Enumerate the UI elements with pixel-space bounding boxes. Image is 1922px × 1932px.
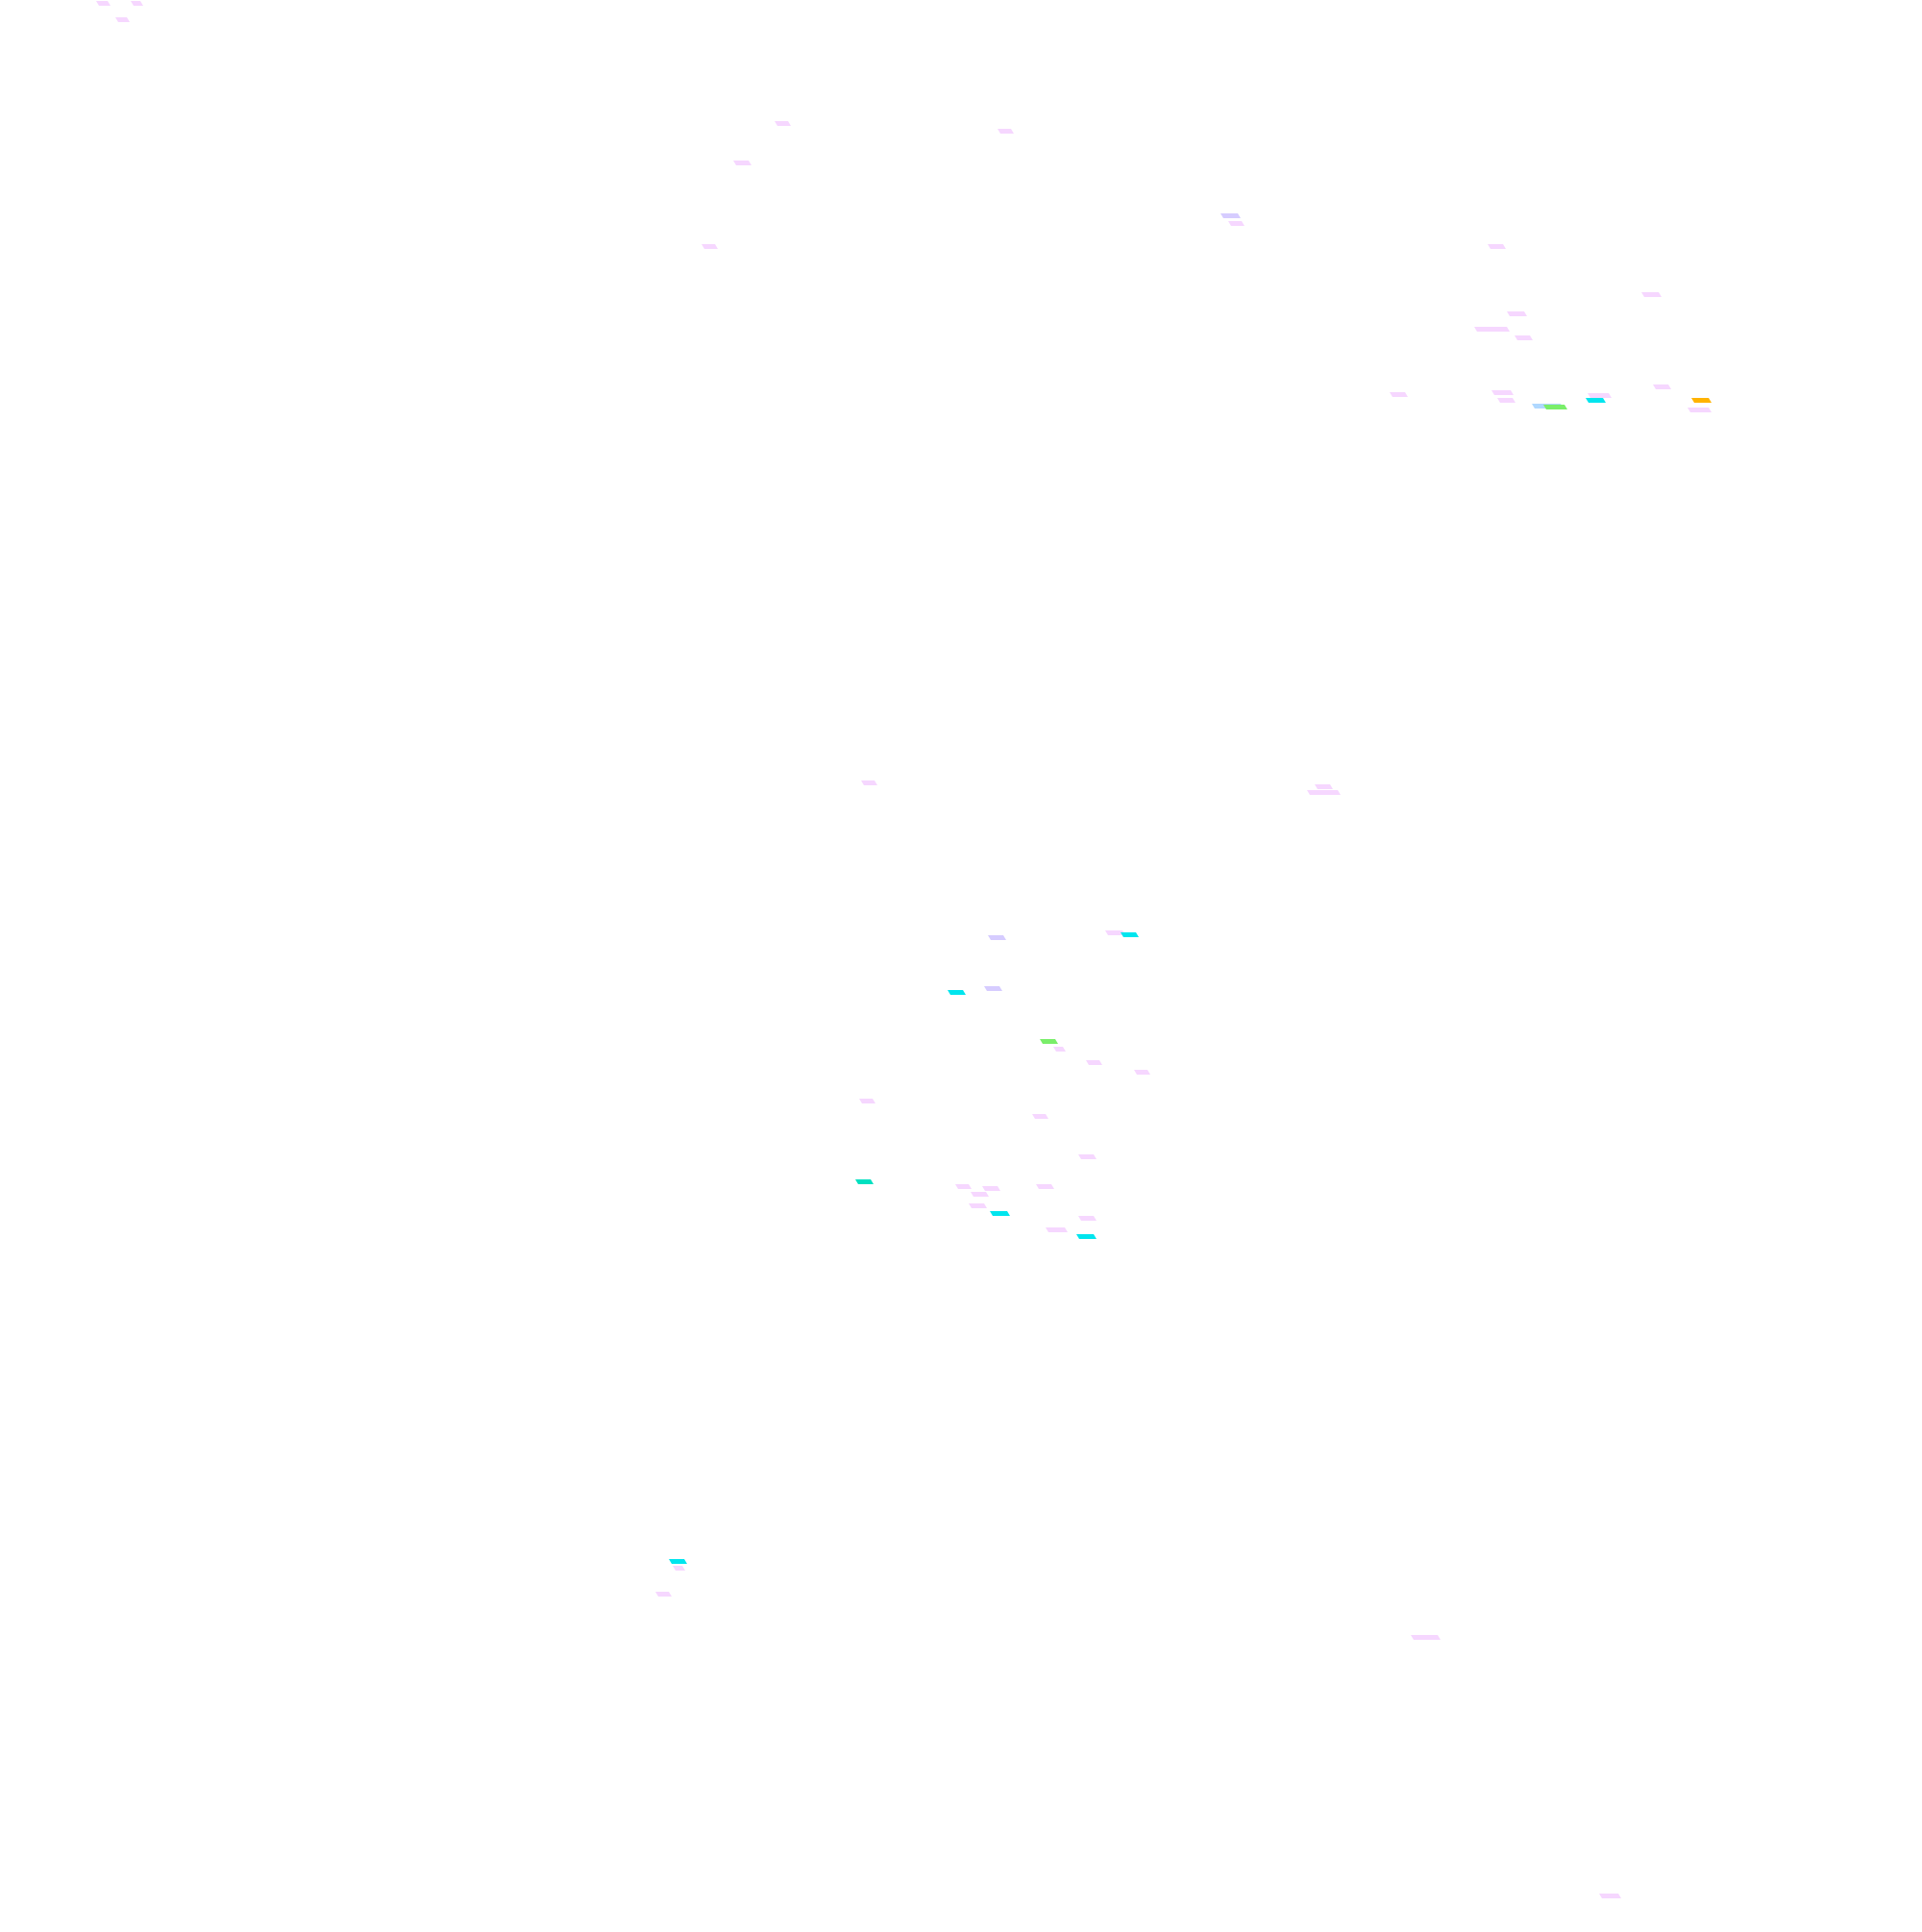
speckle-mark — [1086, 1060, 1102, 1065]
speckle-mark — [984, 986, 1002, 991]
speckle-mark — [1105, 930, 1125, 935]
speckle-mark — [131, 1, 143, 6]
speckle-mark — [1641, 292, 1662, 297]
speckle-mark — [1134, 1070, 1150, 1075]
speckle-mark — [1076, 1234, 1097, 1239]
speckle-mark — [733, 161, 752, 165]
speckle-mark — [988, 935, 1006, 940]
speckle-mark — [1543, 405, 1567, 409]
speckle-mark — [1307, 790, 1341, 795]
speckle-mark — [859, 1099, 875, 1103]
speckle-mark — [1220, 213, 1241, 218]
speckle-mark — [955, 1184, 972, 1189]
speckle-mark — [673, 1566, 685, 1571]
speckle-mark — [669, 1559, 687, 1564]
speckle-mark — [1040, 1039, 1058, 1044]
speckle-mark — [1078, 1154, 1097, 1159]
speckle-mark — [1497, 398, 1515, 403]
speckle-mark — [1036, 1184, 1054, 1189]
speckle-mark — [1491, 390, 1514, 395]
speckle-mark — [971, 1192, 989, 1197]
speckle-mark — [1488, 244, 1506, 249]
speckle-mark — [948, 990, 966, 995]
speckle-mark — [1390, 392, 1408, 397]
speckle-mark — [1411, 1635, 1441, 1640]
speckle-mark — [96, 1, 111, 6]
speckle-mark — [1228, 221, 1244, 226]
speckle-mark — [1315, 784, 1333, 789]
speckle-mark — [1121, 932, 1139, 937]
speckle-mark — [1691, 398, 1712, 403]
speckle-mark — [998, 129, 1014, 134]
speckle-mark — [1653, 384, 1671, 389]
speckle-mark — [1586, 398, 1606, 403]
speckle-mark — [115, 17, 130, 22]
speckle-mark — [969, 1203, 987, 1208]
speckle-mark — [1053, 1047, 1066, 1052]
speckle-mark — [775, 121, 791, 126]
speckle-mark — [1688, 408, 1712, 412]
speckle-mark — [1588, 393, 1612, 398]
speckle-mark — [1599, 1894, 1621, 1898]
speckle-mark — [1515, 335, 1533, 340]
speckle-mark — [855, 1179, 874, 1184]
speckle-mark — [1507, 311, 1527, 316]
speckle-mark — [1474, 327, 1510, 332]
speckle-mark — [861, 780, 877, 785]
speckle-mark — [1046, 1227, 1068, 1232]
speckle-mark — [1078, 1216, 1097, 1221]
speckle-mark — [990, 1211, 1010, 1216]
speckle-mark — [702, 244, 718, 249]
speckle-mark — [655, 1592, 672, 1597]
speckle-mark — [1032, 1114, 1048, 1119]
speckle-mark — [982, 1186, 1000, 1191]
